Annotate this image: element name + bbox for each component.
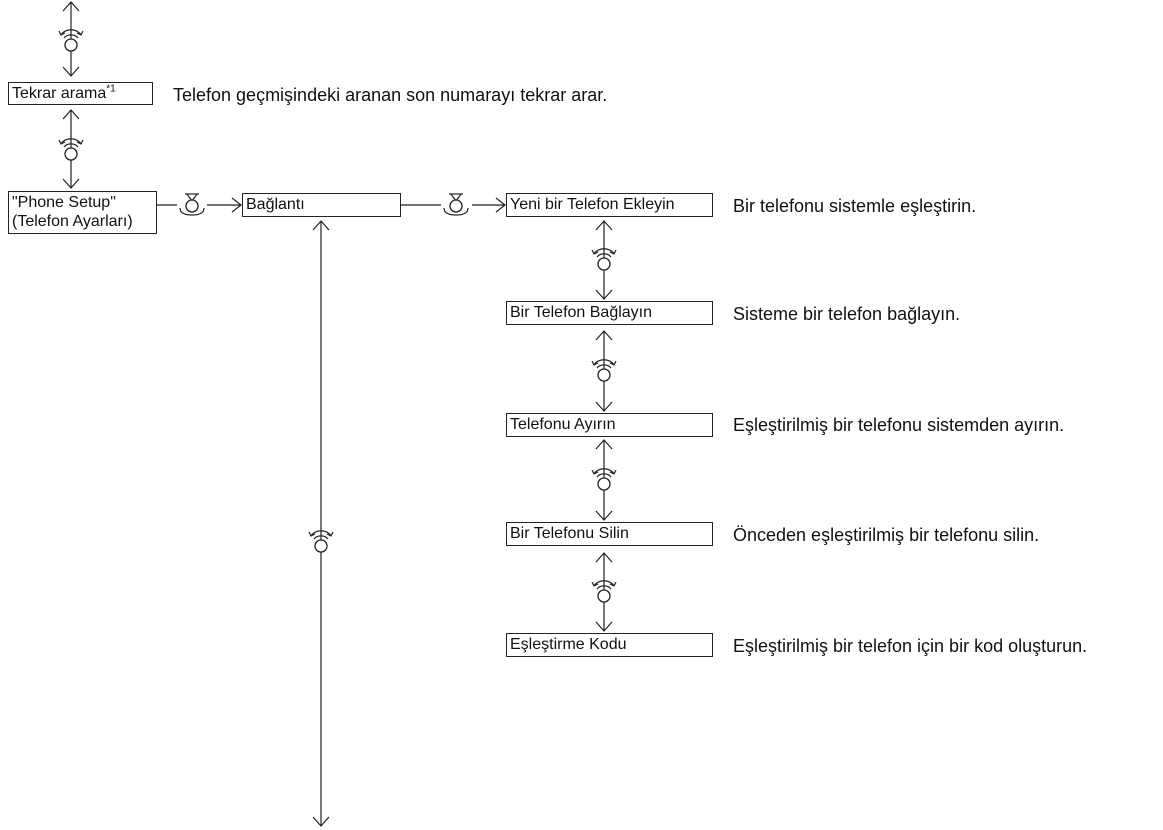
submenu-item-label: Yeni bir Telefon Ekleyin — [510, 196, 675, 213]
phone-setup-title: "Phone Setup" — [12, 194, 116, 211]
submenu-item-description: Sisteme bir telefon bağlayın. — [733, 304, 961, 324]
submenu-item-label: Telefonu Ayırın — [510, 416, 616, 433]
submenu-item-label: Bir Telefon Bağlayın — [510, 304, 653, 321]
submenu-item-add-phone: Yeni bir Telefon Ekleyin — [506, 193, 713, 217]
connection-box: Bağlantı — [242, 193, 401, 217]
redial-label: Tekrar arama — [12, 85, 107, 102]
submenu-item-description: Önceden eşleştirilmiş bir telefonu silin… — [733, 525, 1040, 545]
submenu-item-label: Eşleştirme Kodu — [510, 636, 627, 653]
rotate-knob-icon — [591, 248, 617, 271]
phone-setup-subtitle: (Telefon Ayarları) — [12, 213, 133, 230]
submenu-item-connect-phone: Bir Telefon Bağlayın — [506, 301, 713, 325]
press-knob-icon — [179, 193, 205, 216]
submenu-item-label: Bir Telefonu Silin — [510, 525, 629, 542]
submenu-item-disconnect-phone: Telefonu Ayırın — [506, 413, 713, 437]
redial-footnote: *1 — [106, 83, 116, 95]
rotate-knob-icon — [308, 530, 334, 553]
rotate-knob-icon — [58, 29, 84, 52]
rotate-knob-icon — [591, 359, 617, 382]
redial-description: Telefon geçmişindeki aranan son numarayı… — [173, 85, 608, 105]
vertical-arrow-long — [312, 220, 330, 827]
rotate-knob-icon — [58, 138, 84, 161]
submenu-item-pairing-code: Eşleştirme Kodu — [506, 633, 713, 657]
rotate-knob-icon — [591, 468, 617, 491]
submenu-item-description: Eşleştirilmiş bir telefon için bir kod o… — [733, 636, 1088, 656]
redial-box: Tekrar arama*1 — [8, 82, 153, 105]
arrow-setup-to-connection — [157, 197, 242, 213]
press-knob-icon — [443, 193, 469, 216]
submenu-item-description: Bir telefonu sistemle eşleştirin. — [733, 196, 977, 216]
submenu-item-delete-phone: Bir Telefonu Silin — [506, 522, 713, 546]
rotate-knob-icon — [591, 580, 617, 603]
arrow-connection-to-submenu — [401, 197, 506, 213]
submenu-item-description: Eşleştirilmiş bir telefonu sistemden ayı… — [733, 415, 1065, 435]
connection-label: Bağlantı — [246, 196, 305, 213]
phone-setup-box: "Phone Setup" (Telefon Ayarları) — [8, 191, 157, 234]
